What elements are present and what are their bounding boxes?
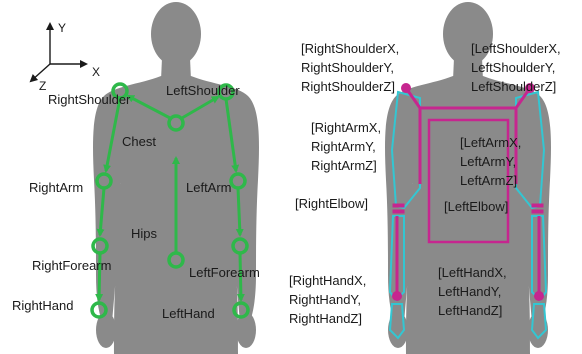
x-axis-label: X <box>92 65 100 79</box>
label-left-elbow: [LeftElbow] <box>444 199 508 214</box>
label-chest: Chest <box>122 134 156 149</box>
label-left-hand-coords: [LeftHandX, LeftHandY, LeftHandZ] <box>438 265 510 318</box>
z-axis-label: Z <box>39 79 46 93</box>
label-left-shoulder: LeftShoulder <box>166 83 240 98</box>
marker-right-elbow-2 <box>393 210 404 213</box>
label-right-arm: RightArm <box>29 180 83 195</box>
label-left-forearm: LeftForearm <box>189 265 260 280</box>
coordinate-axes: Y X Z <box>31 21 100 93</box>
label-right-forearm: RightForearm <box>32 258 111 273</box>
label-right-shoulder: RightShoulder <box>48 92 131 107</box>
marker-left-elbow-1 <box>532 204 543 207</box>
label-right-hand-coords: [RightHandX, RightHandY, RightHandZ] <box>289 273 370 326</box>
label-left-arm: LeftArm <box>186 180 232 195</box>
label-right-hand: RightHand <box>12 298 73 313</box>
marker-left-elbow-2 <box>532 210 543 213</box>
bone-leftarm-leftforearm <box>238 188 240 235</box>
marker-right-elbow-1 <box>393 204 404 207</box>
label-left-hand: LeftHand <box>162 306 215 321</box>
label-right-arm-coords: [RightArmX, RightArmY, RightArmZ] <box>311 120 385 173</box>
marker-right-shoulder <box>402 84 411 93</box>
label-left-shoulder-coords: [LeftShoulderX, LeftShoulderY, LeftShoul… <box>471 41 564 94</box>
y-axis-label: Y <box>58 21 66 35</box>
marker-right-hand <box>393 292 402 301</box>
label-left-arm-coords: [LeftArmX, LeftArmY, LeftArmZ] <box>460 135 525 188</box>
label-hips: Hips <box>131 226 158 241</box>
marker-left-hand <box>535 292 544 301</box>
label-right-elbow: [RightElbow] <box>295 196 368 211</box>
label-right-shoulder-coords: [RightShoulderX, RightShoulderY, RightSh… <box>301 41 403 94</box>
